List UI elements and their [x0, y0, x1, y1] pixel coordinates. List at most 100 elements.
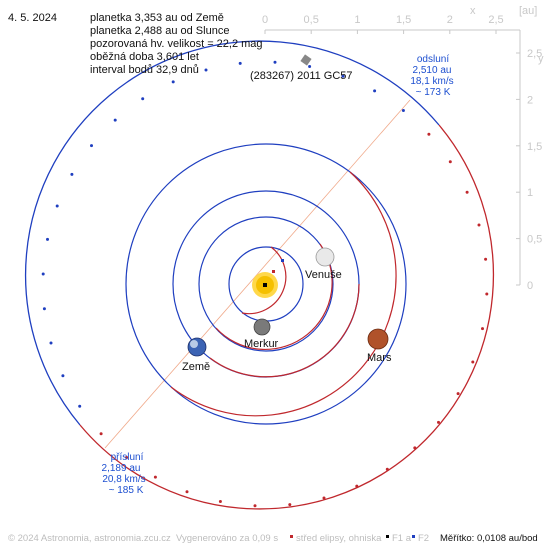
orbit-interval-point [253, 504, 257, 508]
venus-planet: Venuše [305, 247, 342, 281]
earth-planet: Země [182, 337, 210, 373]
legend-center-marker [290, 535, 293, 538]
legend-center-text: střed elipsy, ohniska [296, 533, 382, 544]
orbit-interval-point [238, 61, 242, 65]
orbit-interval-point [322, 496, 326, 500]
x-axis-name: x [470, 5, 476, 17]
scale-text: Měřítko: 0,0108 au/bod [440, 533, 538, 544]
legend-f1-marker [386, 535, 389, 538]
y-axis-tick-label: 0 [527, 280, 533, 292]
mars-orbit-red-arc [170, 171, 397, 417]
venus-label: Venuše [305, 269, 342, 281]
orbit-interval-point [485, 292, 489, 296]
aphelion-speed: 18,1 km/s [410, 76, 453, 87]
date-label: 4. 5. 2024 [8, 12, 57, 24]
earth-cloud [190, 340, 198, 348]
asteroid-icon [300, 54, 312, 66]
orbit-interval-point [46, 237, 49, 241]
info-line-interval: interval bodů 32,9 dnů [90, 64, 199, 76]
orbit-interval-point [308, 65, 312, 68]
focus-marker-f1 [263, 283, 267, 287]
copyright-text: © 2024 Astronomia, astronomia.zcu.cz [8, 533, 171, 544]
orbit-interval-point [341, 74, 345, 78]
aphelion-title: odsluní [417, 54, 449, 65]
orbit-interval-point [456, 392, 460, 396]
info-line-magnitude: pozorovaná hv. velikost = 22,2 mag [90, 38, 263, 50]
orbit-interval-point [125, 456, 129, 459]
perihelion-title: přísluní [111, 452, 144, 463]
orbit-interval-point [465, 190, 469, 194]
perihelion-label: přísluní 2,189 au 20,8 km/s ~ 185 K [102, 452, 146, 496]
asteroid-orbit-points [41, 60, 489, 508]
orbit-interval-point [99, 432, 103, 436]
venus-disk [315, 247, 335, 267]
info-line-distance-earth: planetka 3,353 au od Země [90, 12, 224, 24]
orbit-interval-point [413, 446, 417, 450]
perihelion-speed: 20,8 km/s [102, 474, 145, 485]
orbit-interval-point [477, 223, 481, 227]
mars-orbit [125, 143, 407, 425]
x-axis-tick-label: 1,5 [396, 14, 411, 26]
aphelion-label: odsluní 2,510 au 18,1 km/s ~ 173 K [410, 54, 453, 98]
orbit-interval-point [185, 490, 189, 494]
orbit-interval-point [448, 160, 452, 164]
asteroid-marker: (283267) 2011 GC57 [250, 54, 353, 82]
ellipse-center-marker [272, 270, 275, 273]
orbit-interval-point [273, 60, 277, 64]
orbit-interval-point [61, 374, 65, 378]
asteroid-name: (283267) 2011 GC57 [250, 70, 353, 82]
orbit-interval-point [288, 503, 292, 507]
orbit-interval-point [42, 307, 46, 311]
y-axis-name: y [538, 53, 544, 65]
orbit-interval-point [401, 109, 405, 112]
orbit-interval-point [90, 144, 93, 148]
orbit-interval-point [113, 118, 117, 122]
footer: © 2024 Astronomia, astronomia.zcu.cz Vyg… [8, 533, 538, 544]
orbit-interval-point [70, 172, 74, 176]
orbit-interval-point [49, 341, 53, 345]
y-axis-tick-label: 1 [527, 187, 533, 199]
orbit-interval-point [78, 404, 82, 408]
orbit-interval-point [204, 68, 208, 72]
orbit-interval-point [153, 475, 157, 479]
info-line-period: oběžná doba 3,601 let [90, 51, 199, 63]
perihelion-distance: 2,189 au [102, 463, 141, 474]
generated-time: Vygenerováno za 0,09 s [176, 533, 278, 544]
info-line-distance-sun: planetka 2,488 au od Slunce [90, 25, 229, 37]
apsides-line [104, 99, 411, 449]
earth-label: Země [182, 361, 210, 373]
orbit-interval-point [55, 204, 59, 208]
mars-label: Mars [367, 352, 392, 364]
legend-f2-marker [412, 535, 415, 538]
orbit-interval-point [171, 80, 175, 84]
orbit-interval-point [218, 500, 222, 503]
venus-orbit-red-arc [215, 243, 333, 351]
aphelion-distance: 2,510 au [413, 65, 452, 76]
orbit-interval-point [385, 467, 389, 471]
x-axis-tick-label: 0,5 [304, 14, 319, 26]
orbit-red-arcs [170, 171, 397, 417]
x-axis-tick-label: 2,5 [488, 14, 503, 26]
orbit-interval-point [141, 97, 145, 101]
venus-orbit [198, 216, 334, 352]
orbit-interval-point [471, 360, 475, 364]
orbit-interval-point [481, 327, 484, 331]
x-axis-tick-label: 2 [447, 14, 453, 26]
sun [252, 259, 284, 298]
orbit-interval-point [437, 420, 440, 424]
orbit-interval-point [373, 89, 377, 93]
axis-unit-label: [au] [519, 5, 537, 17]
y-axis-tick-label: 1,5 [527, 141, 542, 153]
mars-disk [367, 328, 389, 350]
y-axis-tick-label: 0,5 [527, 234, 542, 246]
y-axis-ticks: 2,521,510,50 [516, 48, 542, 292]
mercury-planet: Merkur [244, 318, 279, 350]
y-axis-tick-label: 2,5 [527, 48, 542, 60]
earth-orbit-red-arc [209, 283, 360, 378]
perihelion-temp: ~ 185 K [109, 485, 144, 496]
asteroid-orbit-blue-arc [24, 40, 440, 426]
orbit-interval-point [484, 257, 488, 261]
